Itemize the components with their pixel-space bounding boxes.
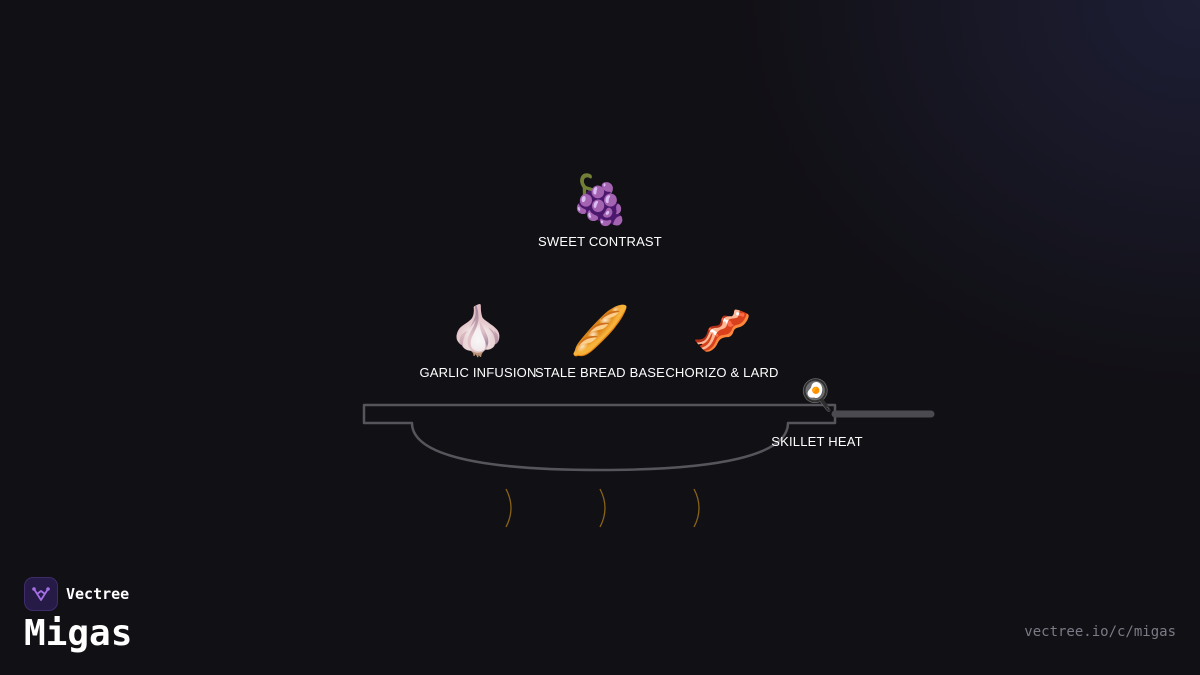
page-url: vectree.io/c/migas bbox=[1024, 624, 1176, 640]
baguette-icon: 🥖 bbox=[570, 303, 630, 359]
frying-pan-icon: 🍳 bbox=[798, 378, 836, 413]
bacon-icon: 🥓 bbox=[692, 303, 752, 359]
ingredient-chorizo-lard: 🥓 CHORIZO & LARD bbox=[652, 303, 792, 380]
garlic-icon: 🧄 bbox=[448, 303, 508, 359]
ingredient-garlic-infusion: 🧄 GARLIC INFUSION bbox=[408, 303, 548, 380]
brand: Vectree bbox=[24, 577, 129, 611]
skillet-pan-outline bbox=[362, 403, 837, 472]
ingredient-sweet-contrast: 🍇 SWEET CONTRAST bbox=[530, 172, 670, 249]
ingredient-stale-bread-base: 🥖 STALE BREAD BASE bbox=[530, 303, 670, 380]
ingredient-skillet-heat: 🍳 SKILLET HEAT bbox=[747, 378, 887, 449]
ingredient-label: CHORIZO & LARD bbox=[665, 365, 779, 380]
grapes-icon: 🍇 bbox=[570, 172, 630, 228]
heat-wave-left bbox=[505, 488, 512, 528]
ingredient-label: STALE BREAD BASE bbox=[534, 365, 666, 380]
ingredient-label: SWEET CONTRAST bbox=[538, 234, 662, 249]
brand-name: Vectree bbox=[66, 585, 130, 603]
heat-wave-right bbox=[693, 488, 700, 528]
vectree-logo-icon bbox=[24, 577, 58, 611]
heat-wave-center bbox=[599, 488, 606, 528]
ingredient-label: SKILLET HEAT bbox=[771, 434, 863, 449]
ingredient-label: GARLIC INFUSION bbox=[419, 365, 537, 380]
page-title: Migas bbox=[24, 613, 133, 654]
